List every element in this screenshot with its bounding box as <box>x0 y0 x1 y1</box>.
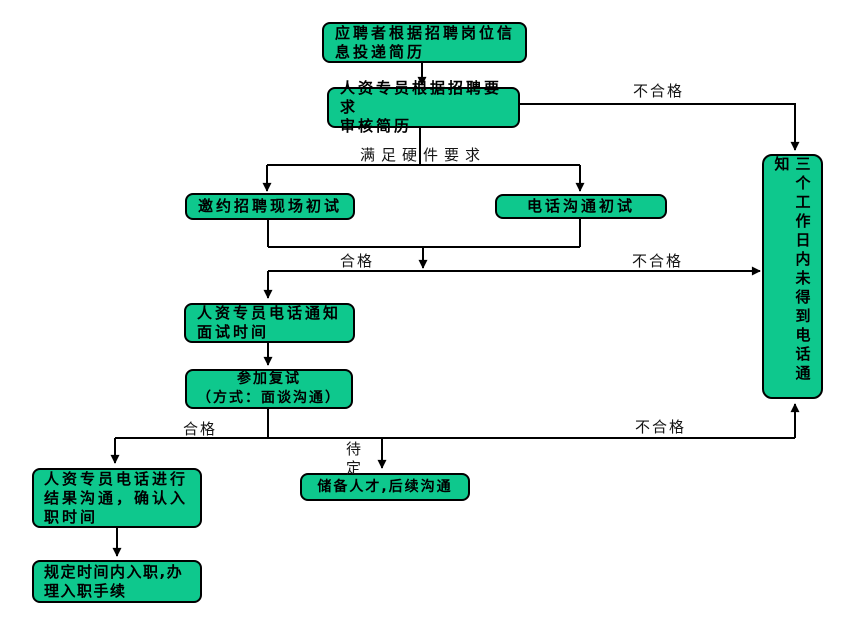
node-second-interview: 参加复试 （方式：面谈沟通） <box>185 369 353 409</box>
node-reserve-talent: 储备人才,后续沟通 <box>300 473 470 501</box>
label-fail-mid: 不合格 <box>632 252 684 270</box>
label-fail-top: 不合格 <box>633 82 685 100</box>
node-onsite-first-interview: 邀约招聘现场初试 <box>185 193 355 220</box>
label-hardware-ok: 满足硬件要求 <box>360 146 487 164</box>
label-pass-mid: 合格 <box>340 252 375 270</box>
node-phone-first-interview: 电话沟通初试 <box>495 194 667 219</box>
edge-review-fail-to-nonotice <box>520 103 800 151</box>
label-fail-low: 不合格 <box>635 418 687 436</box>
node-no-phone-notice: 三个工作日内未得到电话通知 <box>762 154 823 399</box>
node-result-call: 人资专员电话进行 结果沟通，确认入 职时间 <box>32 468 202 528</box>
label-pass-low: 合格 <box>183 420 218 438</box>
label-pending: 待 定 <box>346 440 362 477</box>
node-onboard: 规定时间内入职,办 理入职手续 <box>32 560 202 603</box>
node-apply: 应聘者根据招聘岗位信 息投递简历 <box>322 22 527 63</box>
node-review: 人资专员根据招聘要求 审核简历 <box>327 79 520 135</box>
node-notify-interview-time: 人资专员电话通知 面试时间 <box>184 303 355 343</box>
